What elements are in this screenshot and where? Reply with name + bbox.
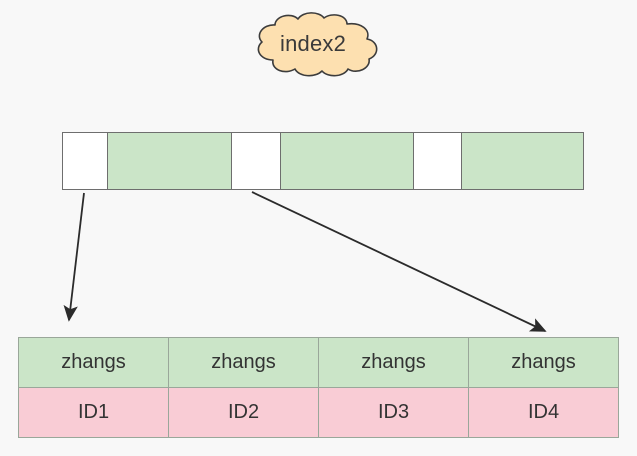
arrow-segment1-to-column1 — [63, 192, 85, 322]
cloud-shape-icon — [257, 12, 378, 77]
index-bar[interactable] — [62, 132, 584, 190]
cell-name-3: zhangs — [318, 337, 469, 388]
table-row-names: zhangs zhangs zhangs zhangs — [18, 337, 619, 388]
bar-segment-4[interactable] — [281, 133, 414, 189]
cell-id-3: ID3 — [318, 387, 469, 438]
records-table: zhangs zhangs zhangs zhangs ID1 ID2 ID3 … — [18, 337, 619, 438]
bar-segment-2[interactable] — [107, 133, 233, 189]
cell-name-1: zhangs — [18, 337, 169, 388]
bar-segment-5[interactable] — [413, 133, 463, 189]
arrow-segment3-to-column4 — [251, 191, 547, 332]
cell-id-4: ID4 — [468, 387, 619, 438]
bar-segment-3[interactable] — [232, 133, 282, 189]
cell-name-4: zhangs — [468, 337, 619, 388]
bar-segment-1[interactable] — [63, 133, 108, 189]
cloud-node-label: index2 — [279, 31, 347, 56]
cloud-node-index2[interactable]: index2 — [243, 10, 383, 78]
cell-id-2: ID2 — [168, 387, 319, 438]
cell-id-1: ID1 — [18, 387, 169, 438]
table-row-ids: ID1 ID2 ID3 ID4 — [18, 387, 619, 438]
cell-name-2: zhangs — [168, 337, 319, 388]
bar-segment-6[interactable] — [462, 133, 583, 189]
